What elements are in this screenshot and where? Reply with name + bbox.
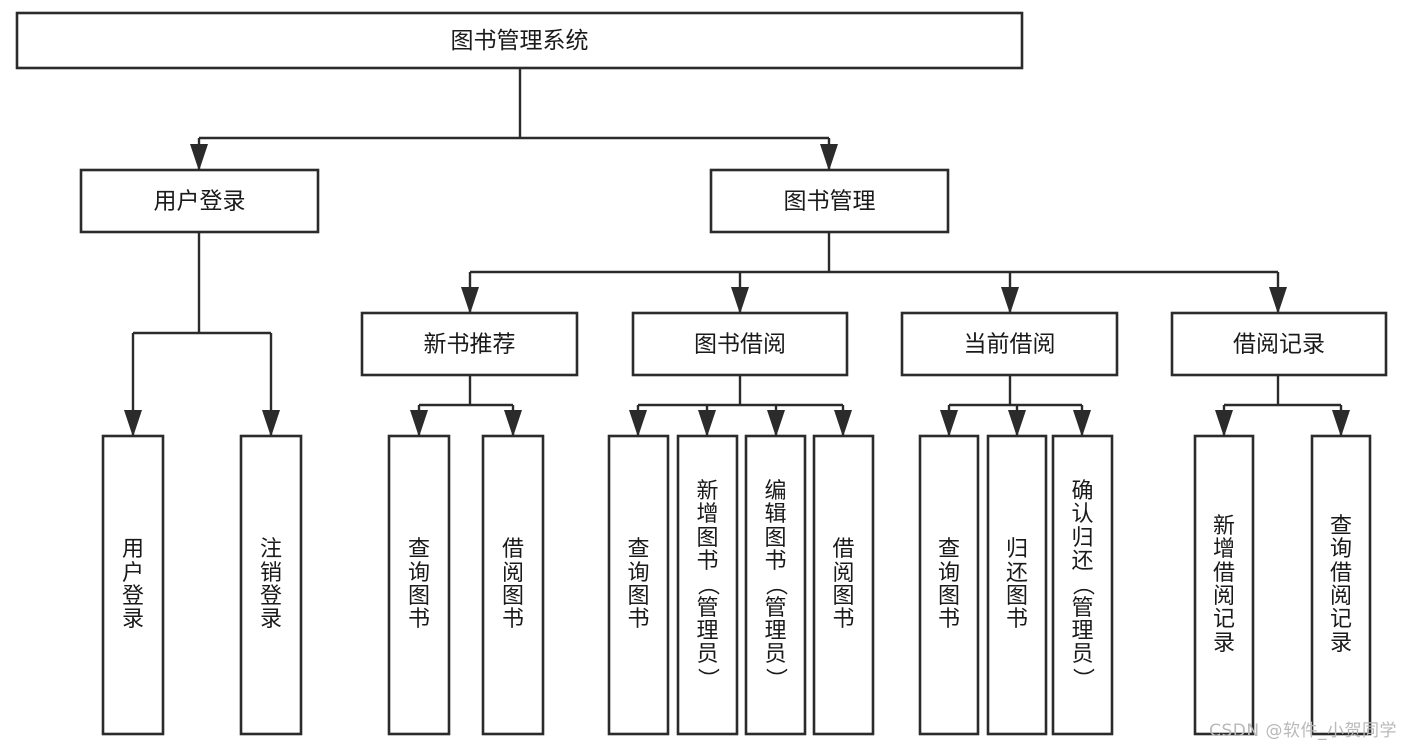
- node-box-leaf-add-book[interactable]: [676, 434, 739, 736]
- node-box-book-manage[interactable]: [709, 168, 950, 234]
- arrow-head-icon: [190, 144, 208, 171]
- connector-layer: [124, 68, 1350, 437]
- arrow-head-icon: [262, 410, 280, 437]
- node-box-leaf-query-book-cur[interactable]: [918, 434, 980, 736]
- arrow-head-icon: [731, 287, 749, 314]
- arrow-head-icon: [1332, 410, 1350, 437]
- arrow-head-icon: [1269, 287, 1287, 314]
- node-label-user-login: 用户登录: [154, 189, 246, 215]
- arrow-head-icon: [834, 410, 852, 437]
- arrow-head-icon: [124, 410, 142, 437]
- node-box-user-login[interactable]: [79, 168, 320, 234]
- node-label-book-manage: 图书管理: [784, 189, 876, 215]
- node-box-leaf-add-record[interactable]: [1193, 434, 1255, 736]
- connector-book-manage: [461, 232, 1287, 314]
- connector-book-borrow: [629, 375, 852, 437]
- node-box-current-borrow[interactable]: [900, 311, 1119, 377]
- node-box-leaf-user-logout[interactable]: [239, 434, 303, 736]
- node-label-current-borrow: 当前借阅: [964, 332, 1056, 358]
- node-box-leaf-return-book[interactable]: [986, 434, 1048, 736]
- node-box-leaf-edit-book[interactable]: [744, 434, 807, 736]
- arrow-head-icon: [698, 410, 716, 437]
- node-box-leaf-query-record[interactable]: [1310, 434, 1372, 736]
- node-box-leaf-borrow-book[interactable]: [812, 434, 875, 736]
- arrow-head-icon: [940, 410, 958, 437]
- node-box-root[interactable]: [15, 11, 1024, 70]
- node-label-root: 图书管理系统: [451, 28, 589, 54]
- connector-user-login: [124, 232, 280, 437]
- node-box-new-book-recommend[interactable]: [360, 311, 579, 377]
- arrow-head-icon: [1215, 410, 1233, 437]
- node-box-leaf-borrow-book-rec[interactable]: [481, 434, 545, 736]
- arrow-head-icon: [767, 410, 785, 437]
- node-box-leaf-confirm-return[interactable]: [1051, 434, 1114, 736]
- connector-borrow-record: [1215, 375, 1350, 437]
- connector-new-book-recommend: [410, 375, 522, 437]
- connector-current-borrow: [940, 375, 1091, 437]
- node-label-borrow-record: 借阅记录: [1233, 332, 1325, 358]
- node-box-leaf-query-book-rec[interactable]: [387, 434, 451, 736]
- arrow-head-icon: [820, 144, 838, 171]
- node-box-leaf-user-login[interactable]: [101, 434, 165, 736]
- arrow-head-icon: [504, 410, 522, 437]
- node-label-new-book-recommend: 新书推荐: [424, 332, 516, 358]
- node-box-borrow-record[interactable]: [1170, 311, 1388, 377]
- node-box-layer: [15, 11, 1388, 736]
- arrow-head-icon: [1008, 410, 1026, 437]
- node-label-book-borrow: 图书借阅: [694, 332, 786, 358]
- node-box-book-borrow[interactable]: [631, 311, 849, 377]
- connector-root: [190, 68, 838, 171]
- arrow-head-icon: [461, 287, 479, 314]
- node-box-leaf-query-book-borrow[interactable]: [607, 434, 670, 736]
- arrow-head-icon: [410, 410, 428, 437]
- arrow-head-icon: [629, 410, 647, 437]
- arrow-head-icon: [1073, 410, 1091, 437]
- arrow-head-icon: [1001, 287, 1019, 314]
